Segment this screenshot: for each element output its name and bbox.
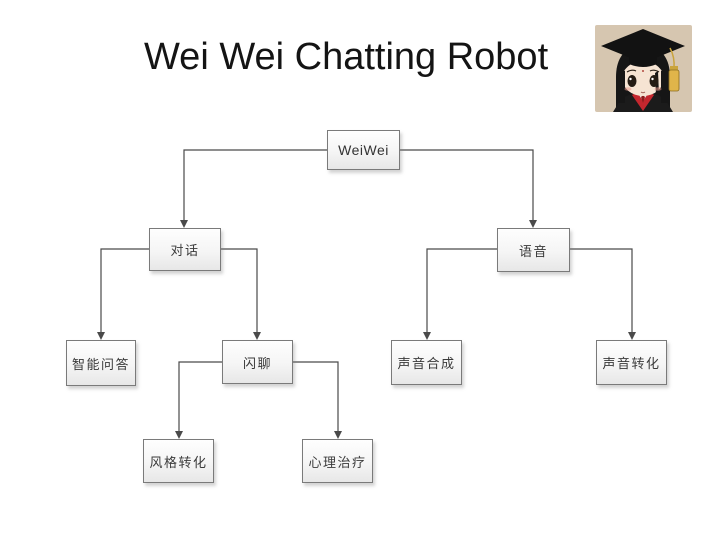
connector-duihua-shanliao (221, 248, 258, 332)
connector-weiwei-duihua (183, 149, 327, 220)
connector-shanliao-fenggezhuanhua (178, 361, 222, 431)
connector-yuyin-shengyinhecheng (426, 248, 497, 332)
node-flash-chat: 闪聊 (222, 340, 293, 384)
graduate-avatar (595, 25, 692, 112)
node-voice-conversion: 声音转化 (596, 340, 667, 385)
connector-shanliao-xinlizhiliao (293, 361, 339, 431)
node-voice: 语音 (497, 228, 570, 272)
connector-yuyin-shengyinzhuanhua (570, 248, 633, 332)
graduate-avatar-icon (595, 25, 692, 112)
connector-weiwei-yuyin (400, 149, 534, 220)
node-style-conversion: 风格转化 (143, 439, 214, 483)
node-dialogue: 对话 (149, 228, 221, 271)
node-psychotherapy: 心理治疗 (302, 439, 373, 483)
node-voice-synthesis: 声音合成 (391, 340, 462, 385)
page-title: Wei Wei Chatting Robot (144, 36, 549, 78)
node-intelligent-qa: 智能问答 (66, 340, 136, 386)
node-weiwei: WeiWei (327, 130, 400, 170)
connector-arrowheads (97, 220, 636, 439)
connector-duihua-zhinengwenda (100, 248, 149, 332)
connector-paths (100, 149, 633, 431)
